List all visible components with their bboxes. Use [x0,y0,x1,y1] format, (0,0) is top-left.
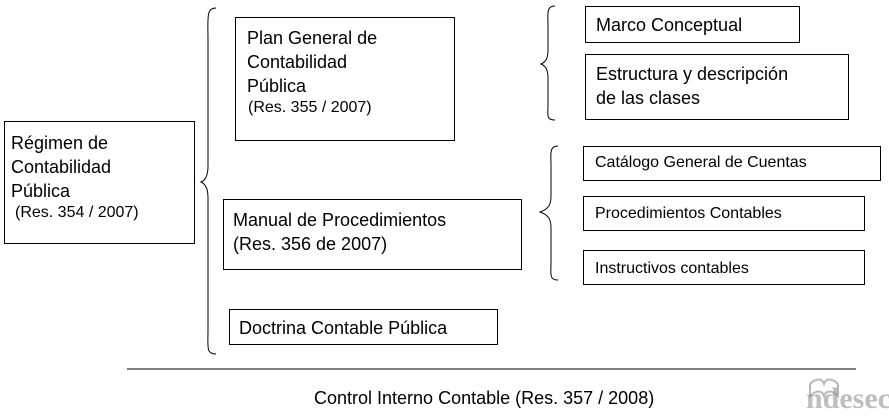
plan-general-ref: (Res. 355 / 2007) [248,99,372,116]
regimen-line-3: Pública [11,181,71,201]
control-interno-label: Control Interno Contable (Res. 357 / 200… [314,388,655,408]
regimen-box: Régimen de Contabilidad Pública (Res. 35… [4,121,195,244]
regimen-ref: (Res. 354 / 2007) [15,204,139,221]
main-brace [199,7,217,355]
estructura-line-2: de las clases [596,88,701,108]
manual-box: Manual de Procedimientos (Res. 356 de 20… [223,199,522,270]
procedimientos-box: Procedimientos Contables [583,196,865,231]
plan-general-line-1: Plan General de [247,28,378,48]
plan-general-line-3: Pública [247,76,307,96]
regimen-line-2: Contabilidad [11,157,112,177]
plan-general-box: Plan General de Contabilidad Pública (Re… [235,17,455,141]
manual-line-2: (Res. 356 de 2007) [233,234,388,254]
plan-general-line-2: Contabilidad [247,52,348,72]
catalogo-box: Catálogo General de Cuentas [583,146,881,181]
marco-conceptual-box: Marco Conceptual [585,6,800,43]
regimen-line-1: Régimen de [11,133,109,153]
watermark-logo: ndesec [796,376,889,419]
watermark-text: ndesec [806,382,889,415]
instructivos-box: Instructivos contables [583,250,865,285]
plan-brace [539,5,556,121]
doctrina-label: Doctrina Contable Pública [239,318,448,338]
manual-brace [538,145,559,281]
estructura-line-1: Estructura y descripción [596,64,789,84]
manual-line-1: Manual de Procedimientos [233,210,447,230]
book-icon [809,378,839,400]
estructura-box: Estructura y descripción de las clases [585,54,849,120]
doctrina-box: Doctrina Contable Pública [229,309,498,345]
instructivos-label: Instructivos contables [595,260,749,277]
procedimientos-label: Procedimientos Contables [595,205,782,222]
marco-conceptual-label: Marco Conceptual [596,15,743,35]
catalogo-label: Catálogo General de Cuentas [595,154,807,171]
